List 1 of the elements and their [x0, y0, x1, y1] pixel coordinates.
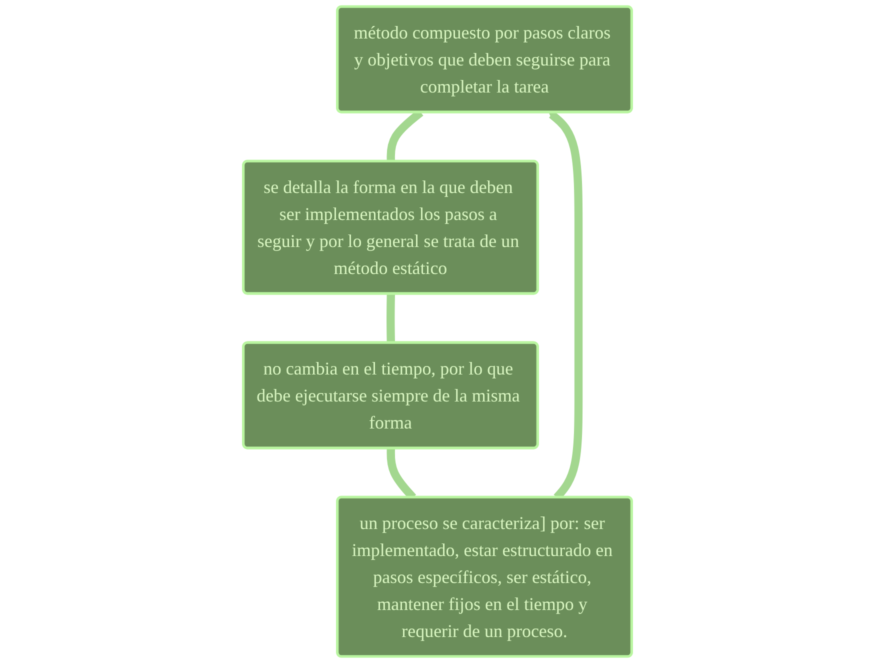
connector: [386, 294, 395, 343]
